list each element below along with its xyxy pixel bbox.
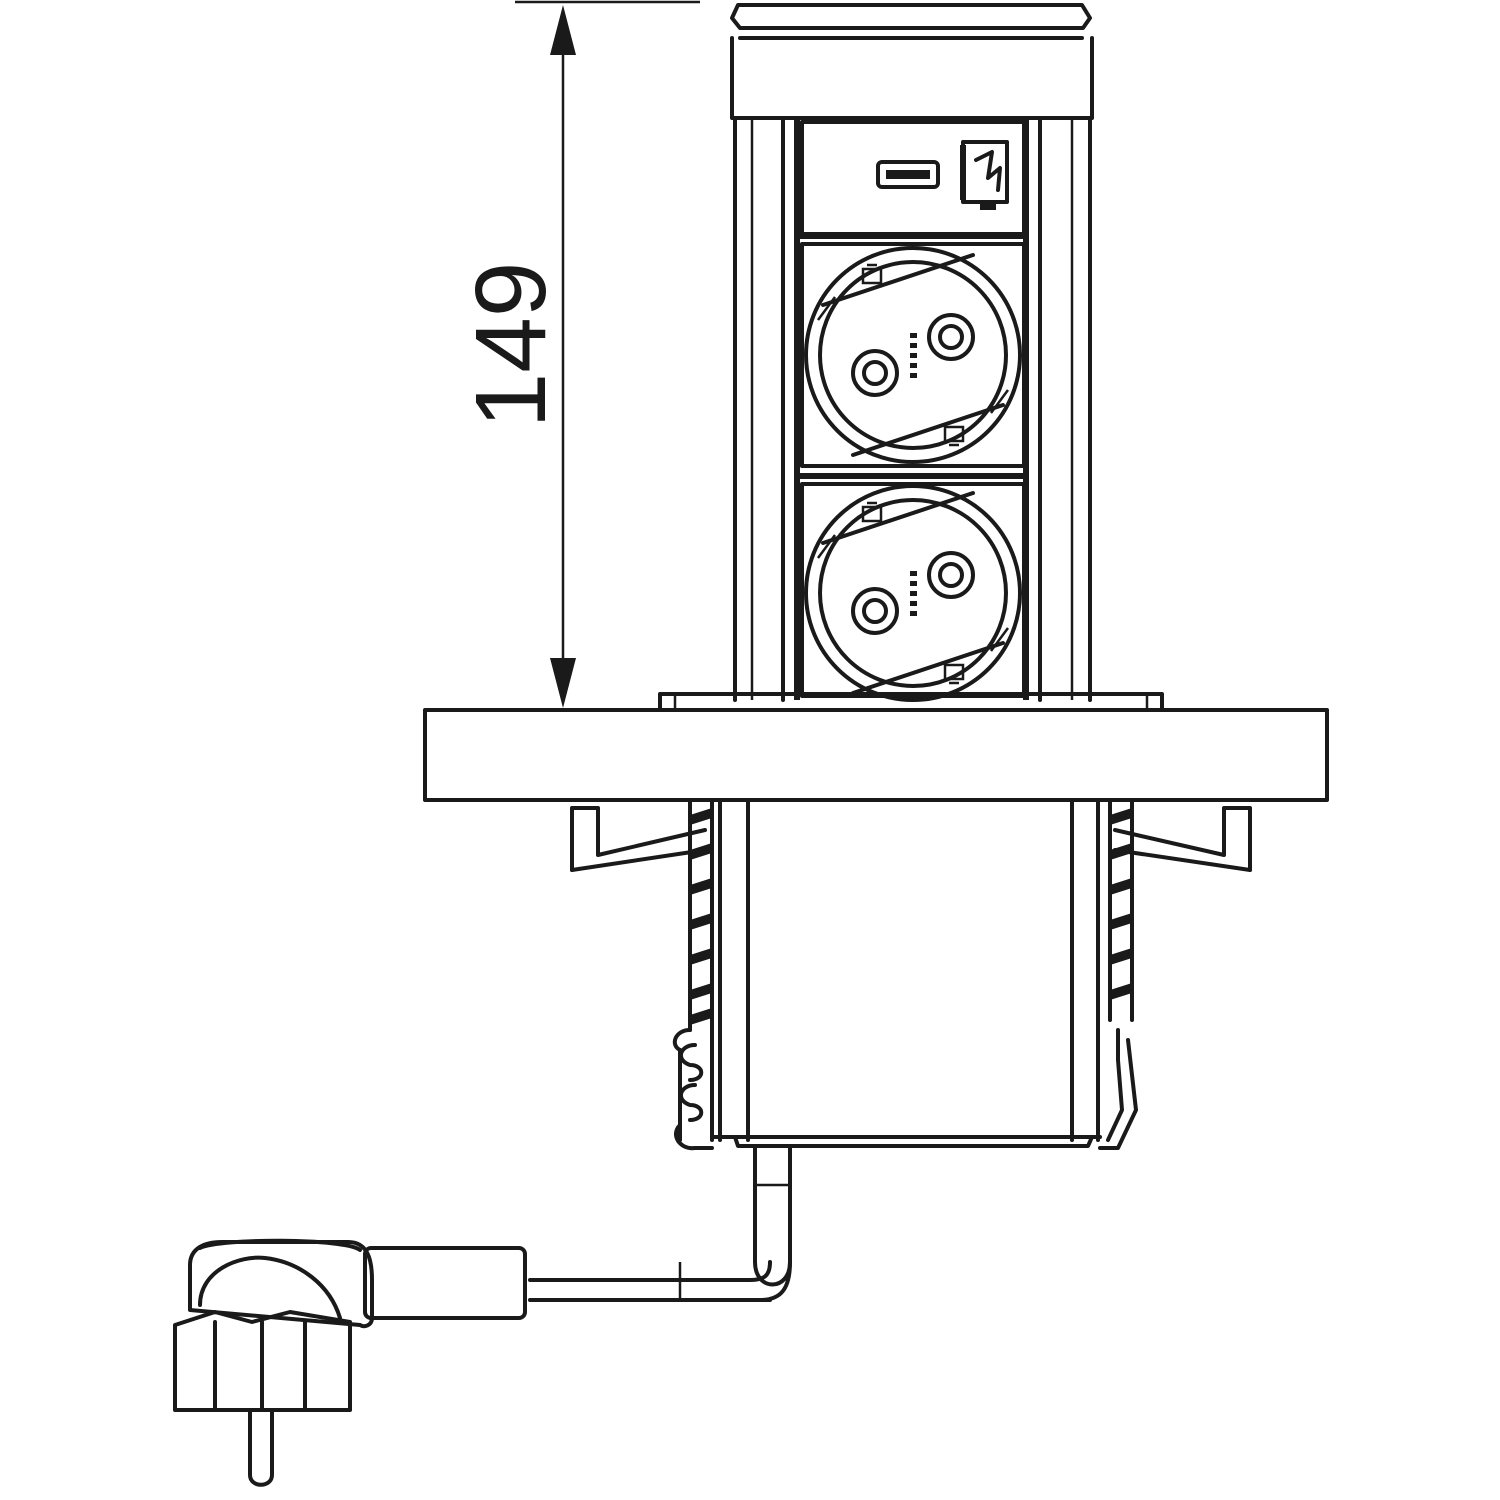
schuko-socket-lower xyxy=(800,482,1026,702)
schuko-socket-upper xyxy=(800,242,1026,468)
dimension-arrow-bottom xyxy=(550,658,576,708)
schuko-plug-icon xyxy=(173,1238,374,1487)
usb-port-icon xyxy=(876,160,940,189)
dimension-label: 149 xyxy=(455,262,567,429)
worktop-section xyxy=(423,708,1329,802)
left-threaded-rail xyxy=(672,800,714,1151)
height-dimension: 149 xyxy=(455,0,700,708)
usb-module xyxy=(800,120,1026,239)
usb-charging-icon xyxy=(960,140,1009,210)
top-cap xyxy=(730,3,1094,120)
flange-collar xyxy=(658,692,1164,710)
power-cable xyxy=(363,1146,792,1320)
right-threaded-rail xyxy=(1098,800,1138,1150)
dimension-arrow-top xyxy=(550,5,576,55)
mounting-housing xyxy=(570,800,1252,1148)
